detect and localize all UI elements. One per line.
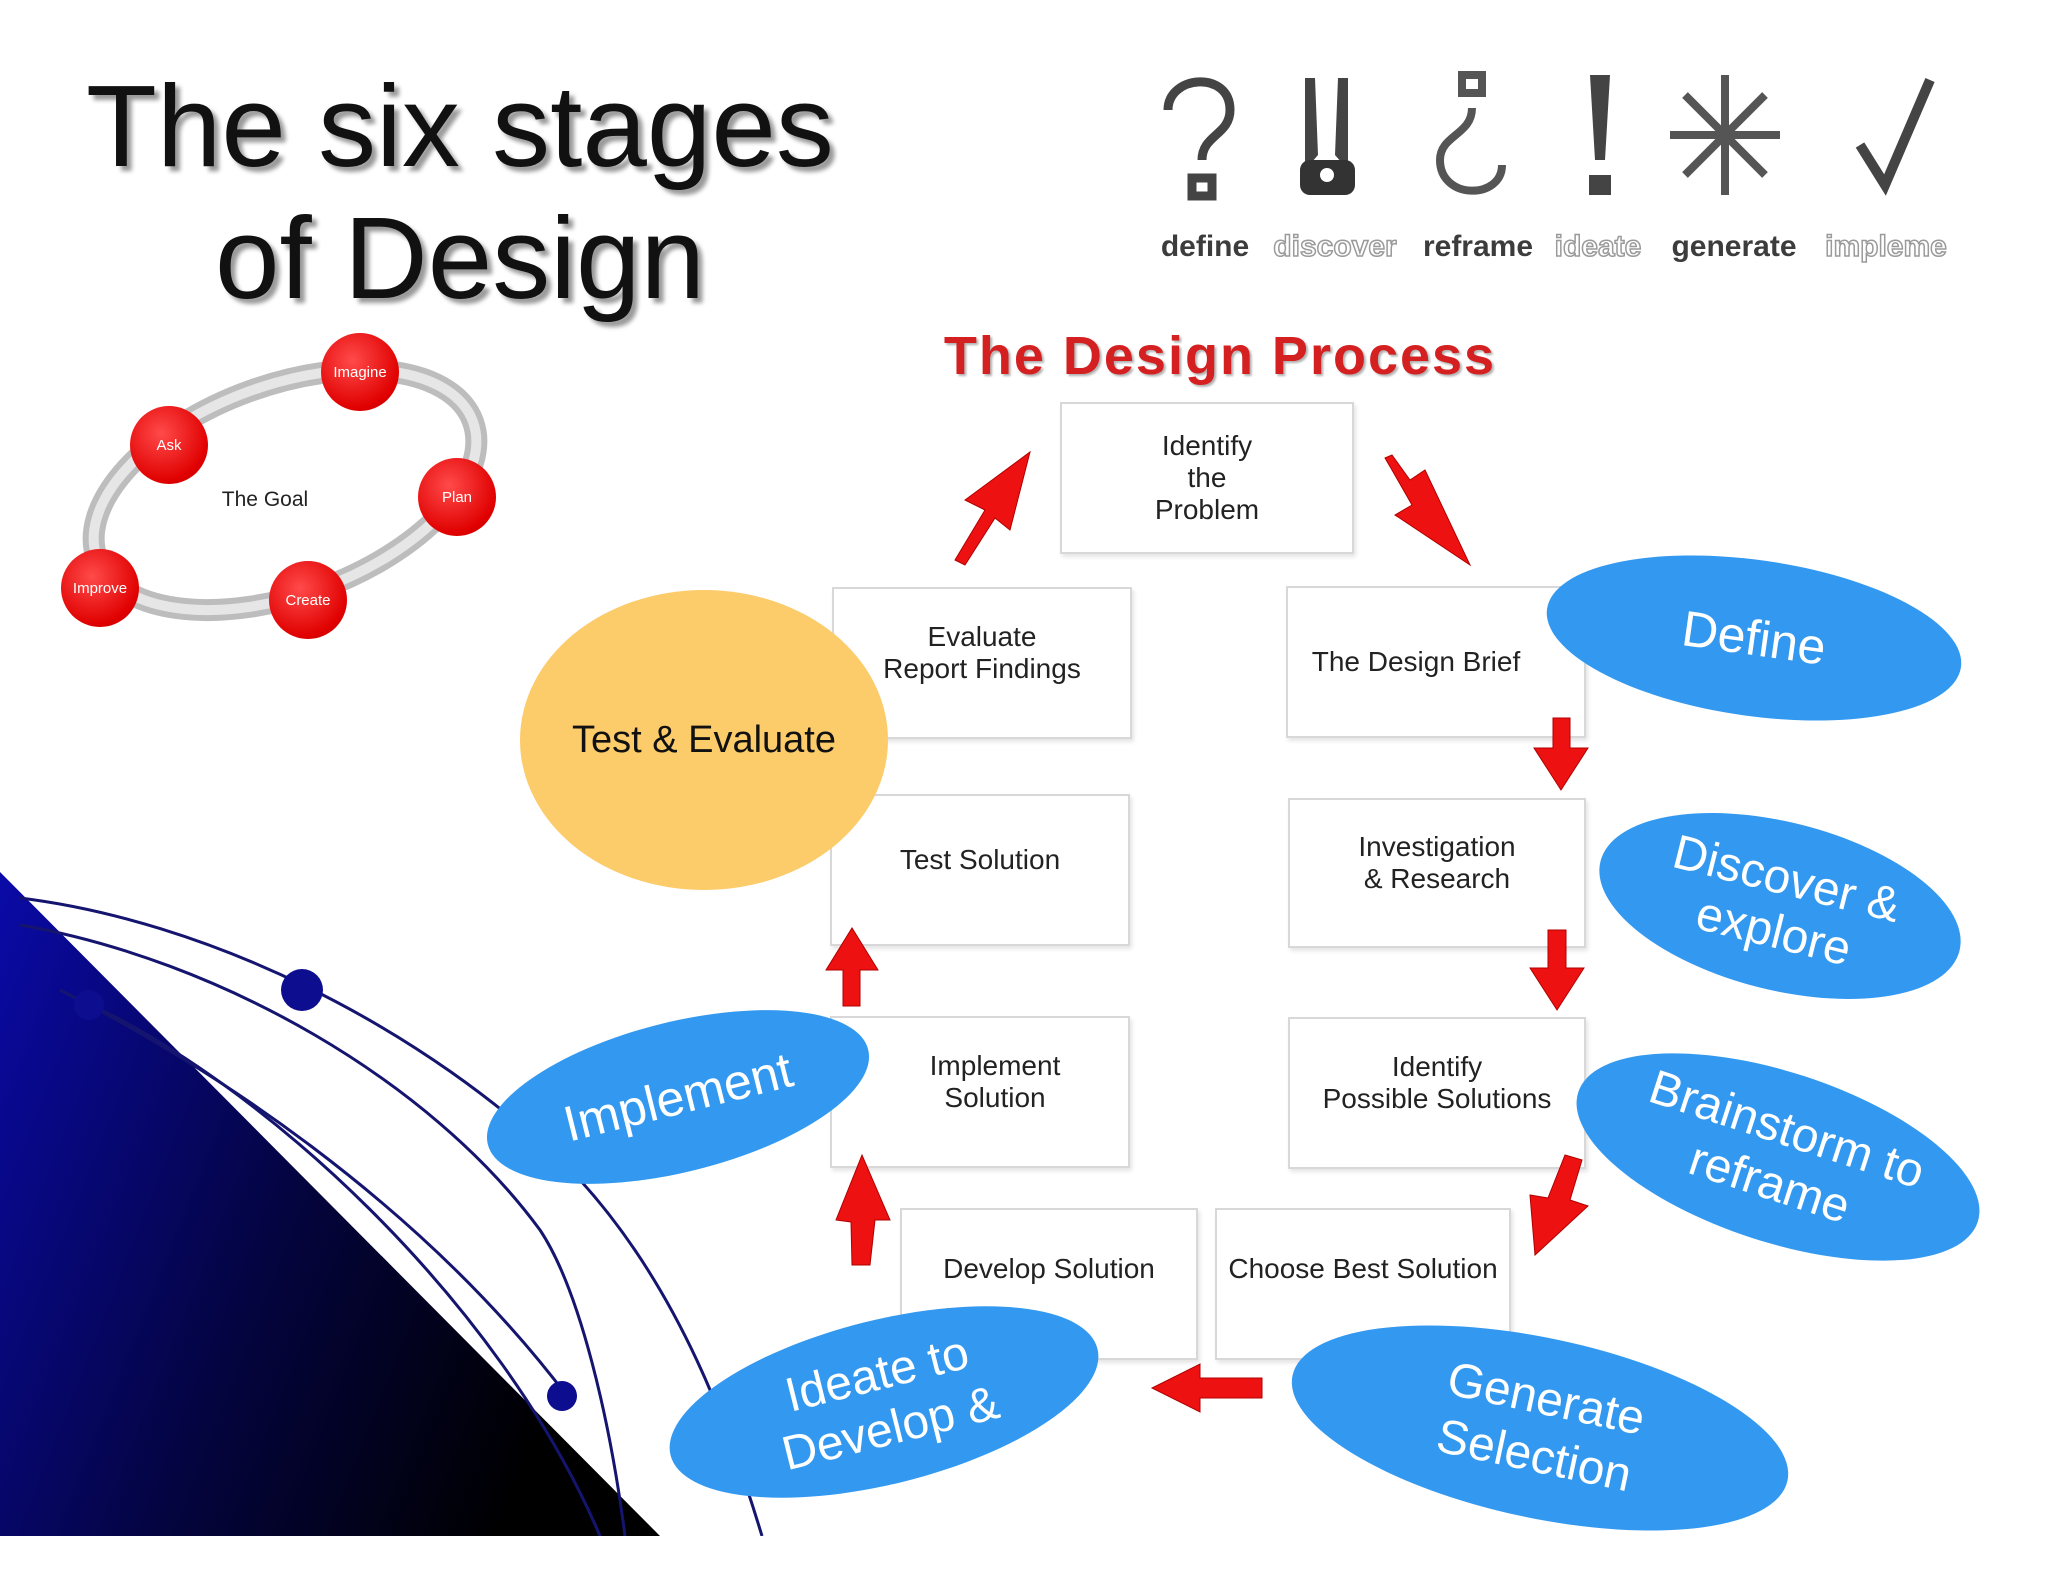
- cycle-node-improve: Improve: [61, 549, 139, 627]
- arrow-evaluate-to-identify: [954, 450, 1031, 566]
- exclamation-icon: [1589, 75, 1611, 195]
- curve-line-3: [59, 988, 572, 1401]
- curve-dot-large: [281, 969, 323, 1011]
- cycle-node-create: Create: [269, 561, 347, 639]
- slide-title-line-2: of Design: [214, 193, 706, 323]
- step-investigation-research-label: Investigation & Research: [1358, 831, 1516, 894]
- icon-label-impleme: impleme: [1824, 229, 1947, 264]
- step-identify-problem: Identify the Problem: [1060, 402, 1354, 554]
- arrow-implement-to-test: [825, 927, 879, 1007]
- arrow-research-to-possible: [1529, 929, 1585, 1011]
- cycle-node-plan: Plan: [418, 458, 496, 536]
- icon-strip: [1163, 71, 1935, 201]
- cycle-node-ask: Ask: [130, 406, 208, 484]
- inverted-question-icon: [1435, 71, 1506, 195]
- asterisk-icon: [1670, 75, 1780, 195]
- question-mark-icon: [1163, 77, 1235, 201]
- stage-implement-label: Implement: [557, 1041, 799, 1153]
- step-identify-possible-solutions-label: Identify Possible Solutions: [1322, 1051, 1552, 1114]
- step-implement-solution-label: Implement Solution: [929, 1050, 1061, 1113]
- arrow-identify-to-brief: [1384, 454, 1472, 567]
- step-test-solution: Test Solution: [830, 794, 1130, 946]
- step-identify-possible-solutions: Identify Possible Solutions: [1288, 1017, 1586, 1169]
- curve-dot-small-bottom: [547, 1381, 577, 1411]
- stage-test-evaluate-label: Test & Evaluate: [571, 718, 837, 761]
- step-investigation-research: Investigation & Research: [1288, 798, 1586, 948]
- clothespin-icon: [1300, 78, 1355, 195]
- icon-label-generate: generate: [1671, 230, 1797, 263]
- icon-label-define: define: [1160, 230, 1250, 263]
- step-design-brief: The Design Brief: [1286, 586, 1586, 738]
- curve-line-2: [19, 923, 627, 1536]
- process-arrows: [825, 450, 1589, 1413]
- icon-label-discover: discover: [1273, 229, 1398, 264]
- step-identify-problem-label: Identify the Problem: [1154, 430, 1260, 525]
- arrow-possible-to-choose: [1529, 1154, 1589, 1257]
- cycle-node-imagine: Imagine: [321, 333, 399, 411]
- step-implement-solution: Implement Solution: [830, 1016, 1130, 1168]
- corner-triangle: [0, 872, 660, 1536]
- step-develop-solution-label: Develop Solution: [943, 1253, 1155, 1284]
- stage-define-label: Define: [1678, 600, 1830, 676]
- checkmark-icon: [1855, 78, 1935, 196]
- icon-label-reframe: reframe: [1422, 230, 1534, 263]
- arrow-brief-to-research: [1533, 717, 1589, 791]
- curve-line-4: [79, 998, 602, 1536]
- curve-dot-small-left: [74, 990, 104, 1020]
- slide-title-line-1: The six stages: [86, 61, 834, 191]
- stage-test-evaluate: Test & Evaluate: [520, 590, 888, 890]
- icon-label-ideate: ideate: [1554, 229, 1642, 264]
- arrow-choose-to-develop: [1150, 1363, 1263, 1413]
- step-evaluate-report-label: Evaluate Report Findings: [883, 621, 1081, 684]
- design-process-title: The Design Process: [943, 326, 1497, 386]
- step-choose-best-solution-label: Choose Best Solution: [1228, 1253, 1498, 1284]
- arrow-develop-to-implement: [835, 1153, 891, 1266]
- goal-cycle-center: The Goal: [221, 488, 309, 511]
- step-design-brief-label: The Design Brief: [1311, 646, 1521, 677]
- slide-title: The six stages of Design: [60, 60, 860, 324]
- step-test-solution-label: Test Solution: [899, 844, 1061, 875]
